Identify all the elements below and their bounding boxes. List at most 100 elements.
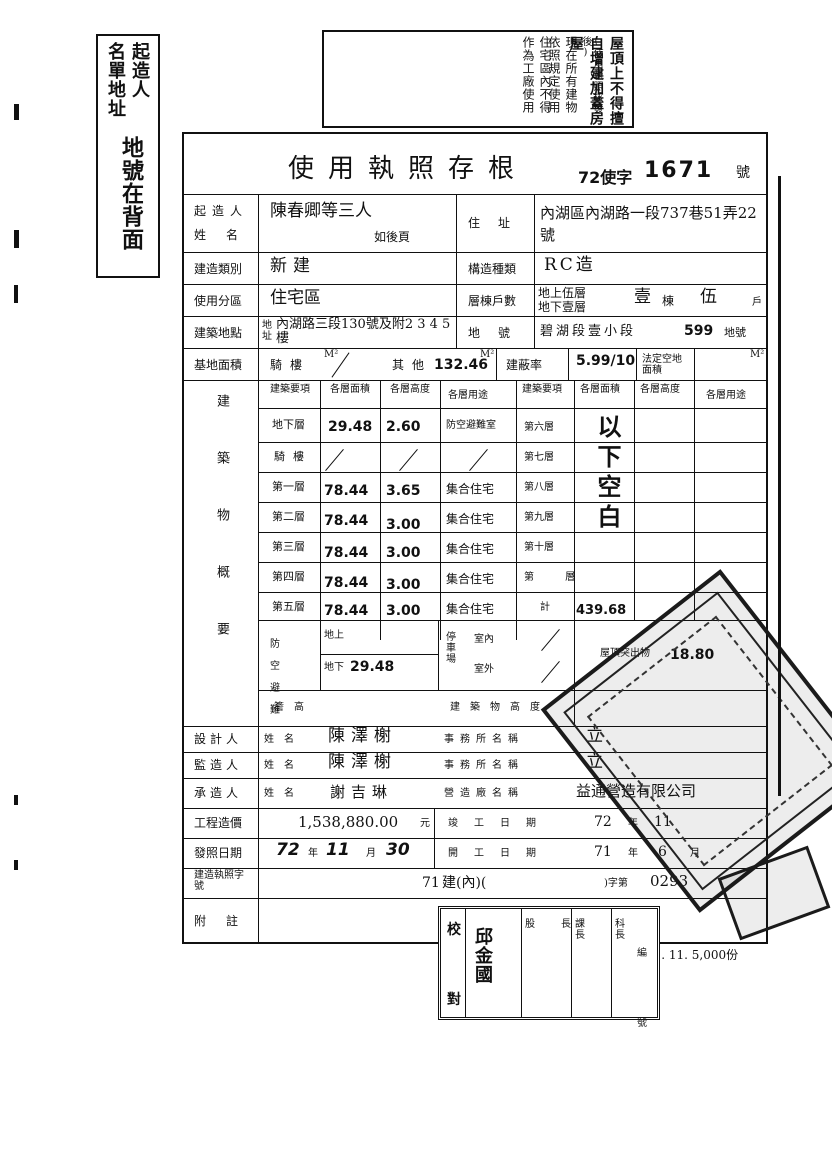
- approval-section: 股長: [525, 919, 597, 930]
- site-location-row: 建築地點 地址 內湖路三段130號及附2 3 4 5樓 地號 碧湖段壹小段 59…: [184, 316, 766, 349]
- blank-mark: 以下空白: [593, 414, 621, 534]
- right-floor-1: 第七層: [524, 452, 554, 463]
- site-area-row: 基地面積 騎樓 M² 其他 132.46 M² 建蔽率 5.99/10 法定空地…: [184, 348, 766, 381]
- owner-note: 如後頁: [374, 230, 411, 244]
- other-label: 其他: [392, 358, 433, 372]
- approval-check-2: 對: [447, 992, 461, 1008]
- approval-check: 校: [447, 922, 461, 938]
- owner-row: 起造人 姓名 陳春卿等三人 如後頁 住址 內湖區內湖路一段737巷51弄22號: [184, 194, 766, 253]
- floors-unit-unit: 戶: [752, 297, 762, 308]
- margin-mark: [14, 104, 19, 120]
- row-height-4: 3.00: [386, 545, 421, 561]
- floors-above: 地上伍層: [538, 286, 587, 300]
- address-value: 內湖區內湖路一段737巷51弄22號: [540, 204, 757, 244]
- cost-unit: 元: [420, 818, 430, 829]
- header-item-right: 建築要項: [522, 384, 562, 395]
- row-area-4: 78.44: [324, 545, 369, 561]
- permit-number-prefix: 72使字: [578, 168, 633, 187]
- contractor-company: 益通營造有限公司: [576, 782, 697, 800]
- row-height-6: 3.00: [386, 603, 421, 619]
- owner-address-label: 起造人 名單地址 地號在背面: [96, 34, 160, 278]
- designer-office-label: 事務所名稱: [444, 734, 524, 745]
- supervisor-name: 陳澤榭: [328, 752, 397, 772]
- lot-section: 碧湖段壹小段: [540, 324, 637, 339]
- permit-number: 1671: [644, 158, 714, 183]
- shelter-indoor: 室內: [474, 634, 494, 645]
- shelter-below: 地下: [324, 662, 344, 673]
- permit-form: 使用執照存根 72使字 1671 號 起造人 姓名 陳春卿等三人 如後頁 住址 …: [182, 132, 768, 944]
- right-floor-5: 第 層: [524, 572, 590, 583]
- remarks-row: 附註: [184, 898, 766, 942]
- designer-name-label: 姓名: [264, 734, 304, 745]
- title-row: 使用執照存根 72使字 1671 號: [184, 134, 766, 195]
- parking-label: 停車場: [446, 632, 456, 665]
- top-note: 屋頂上不得擅自增建加蓋房屋 (使用執照核發後) 現在所有建物依照規定使用 住宅區…: [322, 30, 634, 128]
- note-line-1: 屋頂上不得擅自增建加蓋房屋: [568, 36, 624, 126]
- owner-label-bottom: 姓名: [194, 228, 259, 242]
- right-floor-0: 第六層: [524, 422, 554, 433]
- permit-right: )字第: [604, 878, 628, 889]
- remarks-label: 附註: [194, 914, 259, 928]
- open-space-unit: M²: [750, 349, 765, 360]
- right-floor-4: 第十層: [524, 542, 554, 553]
- finish-year-unit: 年: [628, 818, 638, 829]
- start-year-unit: 年: [628, 848, 638, 859]
- issue-row: 發照日期 72 年 11 月 30 開工日期 71 年 6 月: [184, 838, 766, 869]
- row-floor-5: 第四層: [272, 570, 305, 583]
- issue-year-unit: 年: [308, 848, 318, 859]
- header-use-right: 各層用途: [706, 390, 746, 401]
- row-floor-3: 第二層: [272, 510, 305, 523]
- designer-office: 立: [586, 726, 603, 746]
- contractor-label: 承造人: [194, 786, 243, 800]
- cost-label: 工程造價: [194, 816, 243, 830]
- floors-buildings: 壹: [634, 287, 651, 307]
- label-line-2: 名單地址: [105, 42, 126, 118]
- other-unit: M²: [480, 349, 495, 360]
- row-area-0: 29.48: [328, 419, 373, 435]
- row-floor-1: 騎樓: [274, 450, 312, 463]
- header-height-right: 各層高度: [640, 384, 680, 395]
- permit-number: 0293: [650, 872, 689, 890]
- row-floor-2: 第一層: [272, 480, 305, 493]
- coverage-value: 5.99/10: [576, 353, 636, 369]
- shelter-label: 防空避難: [270, 639, 290, 716]
- header-use: 各層用途: [448, 390, 488, 401]
- issue-month: 11: [326, 840, 350, 860]
- finish-label: 竣工日期: [448, 818, 552, 829]
- address-label: 住址: [468, 216, 529, 230]
- row-height-5: 3.00: [386, 577, 421, 593]
- row-use-5: 集合住宅: [446, 572, 495, 586]
- build-type-label: 建造類別: [194, 262, 243, 276]
- lot-number: 599: [684, 323, 714, 339]
- permit-row: 建造執照字號 71 建(內)( )字第 0293: [184, 868, 766, 899]
- approval-name: 邱金國: [472, 927, 493, 984]
- label-line-3: 地號在背面: [118, 136, 143, 251]
- contractor-row: 承造人 姓名 謝吉琳 營造廠名稱 益通營造有限公司: [184, 778, 766, 809]
- row-use-0: 防空避難室: [446, 420, 496, 431]
- row-use-3: 集合住宅: [446, 512, 495, 526]
- start-month-unit: 月: [690, 848, 700, 859]
- row-use-2: 集合住宅: [446, 482, 495, 496]
- build-type-value: 新建: [270, 256, 316, 276]
- edge-stamp: [778, 176, 821, 796]
- permit-left: 71: [422, 875, 440, 891]
- finish-year: 72: [594, 814, 612, 830]
- margin-mark: [14, 860, 18, 870]
- lot-label: 地號: [468, 326, 529, 340]
- building-height-label: 建築物高度: [450, 702, 550, 713]
- structure-value: RC造: [544, 255, 596, 275]
- zone-label: 使用分區: [194, 294, 243, 308]
- other-value: 132.46: [434, 357, 489, 373]
- note-line-4: 住宅區內不得作為工廠使用: [521, 36, 552, 114]
- row-floor-4: 第三層: [272, 540, 305, 553]
- margin-mark: [14, 285, 18, 303]
- approval-chief: 科長: [615, 919, 625, 941]
- permit-number-suffix: 號: [736, 165, 750, 181]
- approval-box: 校 對 股長 課長 科長 編號 邱金國: [438, 906, 660, 1029]
- lot-suffix: 地號: [724, 326, 746, 339]
- zone-value: 住宅區: [270, 288, 321, 308]
- label-line-1: 起造人: [129, 42, 150, 99]
- approval-number: 編號: [637, 948, 647, 1029]
- row-height-2: 3.65: [386, 483, 421, 499]
- arcade-unit: M²: [324, 349, 339, 360]
